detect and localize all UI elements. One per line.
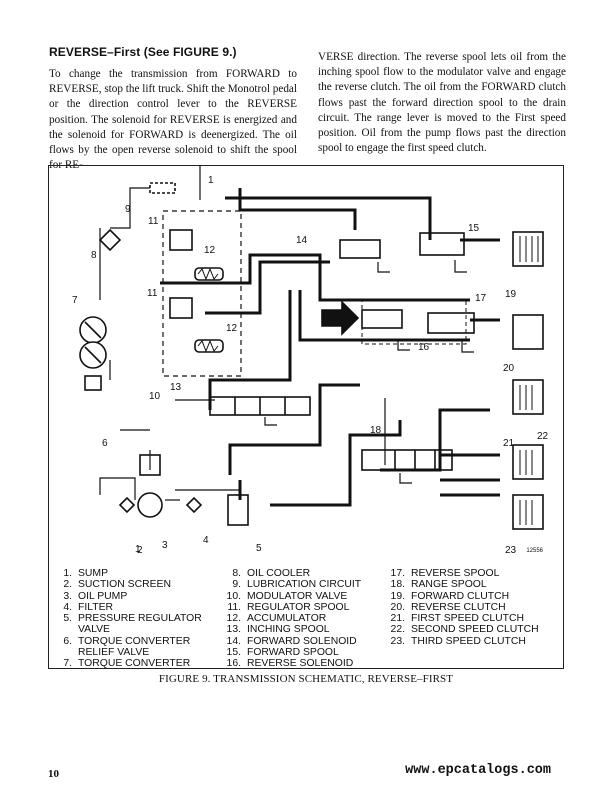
watermark-link[interactable]: www.epcatalogs.com (405, 763, 551, 778)
legend-item: 21.FIRST SPEED CLUTCH (390, 613, 524, 625)
first-speed-clutch-21 (512, 379, 544, 415)
svg-text:20: 20 (503, 363, 515, 374)
svg-text:18: 18 (370, 425, 382, 436)
legend-item: 5.PRESSURE REGULATOR (63, 613, 202, 625)
legend-item: 20.REVERSE CLUTCH (390, 601, 506, 613)
svg-text:14: 14 (296, 235, 308, 246)
section-heading: REVERSE–First (See FIGURE 9.) (49, 45, 237, 59)
range-spool (361, 449, 453, 471)
suction-screen-symbol (118, 496, 136, 514)
oil-pump-symbol (137, 492, 163, 518)
accumulator-lower (194, 339, 224, 353)
regulator-spool-upper (169, 229, 193, 251)
torque-converter-relief-valve (139, 454, 161, 476)
svg-text:6: 6 (102, 438, 108, 449)
svg-text:11: 11 (148, 216, 159, 227)
svg-text:2: 2 (137, 545, 143, 556)
reverse-valve-dashed-box (361, 299, 467, 345)
regulator-spool-lower (169, 297, 193, 319)
svg-text:23: 23 (505, 545, 517, 556)
figure-frame (48, 165, 564, 669)
svg-text:16: 16 (418, 342, 430, 353)
forward-spool (419, 232, 465, 256)
modulator-dashed-box (162, 210, 242, 377)
right-column-text: VERSE direction. The reverse spool lets … (318, 50, 566, 156)
right-paragraph: VERSE direction. The reverse spool lets … (318, 51, 566, 155)
reverse-spool (427, 312, 475, 334)
svg-text:17: 17 (475, 293, 487, 304)
svg-text:12: 12 (204, 245, 216, 256)
legend-item: 11.REGULATOR SPOOL (227, 601, 350, 613)
legend-item: 16.REVERSE SOLENOID (226, 658, 354, 670)
legend-item: 10.MODULATOR VALVE (226, 590, 348, 602)
legend-item: 15.FORWARD SPOOL (226, 647, 339, 659)
second-speed-clutch-22 (512, 444, 544, 480)
svg-text:10: 10 (149, 391, 161, 402)
callout-numbers: 1 1 2 3 4 5 6 7 8 9 10 11 11 12 12 13 14… (72, 175, 549, 556)
pressure-regulator-valve (227, 494, 249, 526)
legend-column-1: 1.SUMP 2.SUCTION SCREEN 3.OIL PUMP 4.FIL… (57, 568, 202, 670)
sump-symbol (84, 375, 102, 391)
pressure-lines (160, 188, 500, 507)
legend-item: 19.FORWARD CLUTCH (390, 590, 510, 602)
legend-item: 9.LUBRICATION CIRCUIT (232, 579, 362, 591)
svg-text:9: 9 (125, 204, 131, 215)
left-column-text: To change the transmission from FORWARD … (49, 67, 297, 173)
svg-text:1: 1 (135, 544, 141, 555)
figure-caption: FIGURE 9. TRANSMISSION SCHEMATIC, REVERS… (158, 673, 454, 685)
legend-item: 1.SUMP (63, 568, 109, 579)
legend-column-3: 17.REVERSE SPOOL 18.RANGE SPOOL 19.FORWA… (390, 568, 539, 647)
svg-text:1: 1 (208, 175, 214, 186)
legend-item: 3.OIL PUMP (63, 590, 128, 602)
reverse-solenoid (361, 309, 403, 329)
legend-item: 12.ACCUMULATOR (226, 613, 327, 625)
legend-item: 17.REVERSE SPOOL (390, 568, 500, 579)
reverse-solenoid-arrow (321, 300, 360, 336)
legend-item-cont: RELIEF VALVE (78, 647, 150, 659)
svg-text:15: 15 (468, 223, 480, 234)
legend-item: 6.TORQUE CONVERTER (63, 635, 191, 647)
legend-item-cont: VALVE (78, 624, 110, 636)
forward-solenoid (339, 239, 381, 259)
legend-item: 8.OIL COOLER (232, 568, 311, 579)
legend-item: 14.FORWARD SOLENOID (226, 635, 357, 647)
svg-text:3: 3 (162, 540, 168, 551)
legend-item: 22.SECOND SPEED CLUTCH (390, 624, 539, 636)
legend-item: 2.SUCTION SCREEN (63, 579, 171, 591)
svg-text:4: 4 (203, 535, 209, 546)
clutch-packs (512, 231, 544, 530)
figure-code: 12556 (526, 548, 543, 554)
accumulator-upper (194, 267, 224, 281)
svg-text:21: 21 (503, 438, 515, 449)
filter-symbol (185, 496, 203, 514)
svg-text:13: 13 (170, 382, 182, 393)
lube-circuit-symbol (149, 182, 176, 194)
third-speed-clutch-23 (512, 494, 544, 530)
svg-text:11: 11 (147, 288, 158, 299)
legend-item: 23.THIRD SPEED CLUTCH (390, 635, 526, 647)
reverse-clutch-20 (512, 314, 544, 350)
legend-item: 7.TORQUE CONVERTER (63, 658, 191, 670)
legend-item: 18.RANGE SPOOL (390, 579, 487, 591)
legend-item: 13.INCHING SPOOL (226, 624, 330, 636)
legend-column-2: 8.OIL COOLER 9.LUBRICATION CIRCUIT 10.MO… (226, 568, 362, 670)
oil-cooler-symbol (98, 228, 122, 252)
svg-text:12: 12 (226, 323, 238, 334)
svg-text:7: 7 (72, 295, 78, 306)
svg-text:22: 22 (537, 431, 549, 442)
svg-text:8: 8 (91, 250, 97, 261)
left-paragraph: To change the transmission from FORWARD … (49, 68, 297, 172)
page-number: 10 (48, 768, 59, 780)
svg-text:19: 19 (505, 289, 517, 300)
legend-item: 4.FILTER (63, 601, 114, 613)
svg-text:5: 5 (256, 543, 262, 554)
